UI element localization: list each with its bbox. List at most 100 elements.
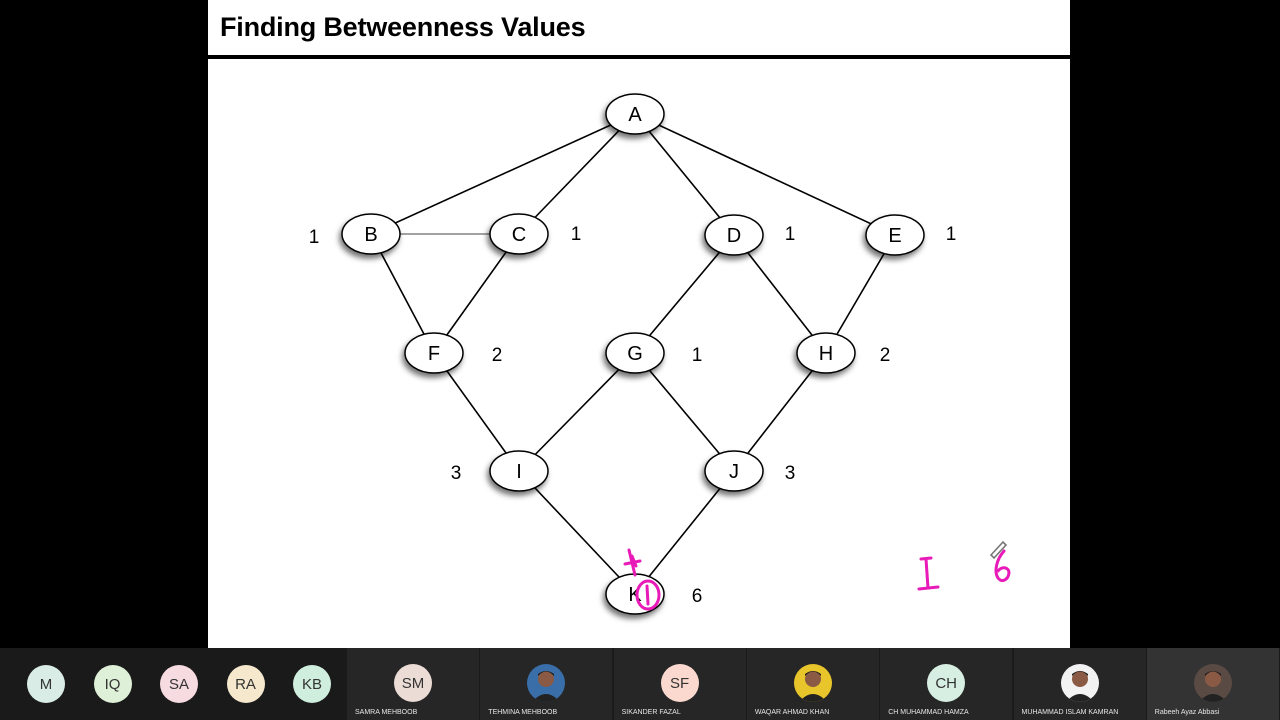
node-d: D (704, 214, 764, 256)
presentation-slide: Finding Betweenness Values A B C D E F G H I J K 1… (208, 0, 1070, 648)
edge-a-e (634, 113, 896, 236)
participant-tile[interactable]: SM SAMRA MEHBOOB (347, 648, 479, 720)
node-f: F (404, 332, 464, 374)
participant-name: Rabeeh Ayaz Abbasi (1154, 709, 1220, 716)
node-label: D (727, 225, 741, 247)
node-ellipse (404, 332, 464, 374)
node-ellipse (865, 214, 925, 256)
betweenness-score-f: 2 (492, 345, 503, 366)
participant-name: TEHMINA MEHBOOB (488, 709, 558, 716)
pen-star-mark (623, 548, 642, 577)
graph-nodes: A B C D E F G H I J K (341, 93, 925, 615)
node-label: C (512, 224, 526, 246)
participant-tile[interactable]: TEHMINA MEHBOOB (480, 648, 613, 720)
node-label: G (627, 343, 643, 365)
node-ellipse (605, 332, 665, 374)
participant-avatar (1193, 664, 1232, 702)
node-ellipse (796, 332, 856, 374)
participant-tile[interactable]: Rabeeh Ayaz Abbasi (1146, 648, 1279, 720)
participant-tile[interactable]: MUHAMMAD ISLAM KAMRAN (1013, 648, 1146, 720)
betweenness-score-e: 1 (946, 224, 957, 245)
participant-avatar (1060, 664, 1099, 702)
edge-a-b (370, 113, 636, 235)
betweenness-score-j: 3 (785, 463, 796, 484)
node-ellipse (341, 213, 401, 255)
participant-avatar: CH (927, 664, 966, 702)
edge-a-d (634, 113, 735, 236)
participant-avatar: SA (160, 665, 198, 703)
participant-tile[interactable]: SA (147, 648, 213, 720)
pen-circle-mark (635, 579, 661, 611)
node-label: A (628, 104, 642, 126)
node-a: A (605, 93, 665, 135)
edge-a-c (518, 113, 636, 235)
participant-tile[interactable]: WAQAR AHMAD KHAN (746, 648, 879, 720)
participant-name: MUHAMMAD ISLAM KAMRAN (1021, 709, 1119, 716)
node-c: C (489, 213, 549, 255)
betweenness-score-c: 1 (571, 224, 582, 245)
edge-c-f (433, 233, 520, 354)
participant-tile[interactable]: KB (280, 648, 346, 720)
edge-h-j (733, 352, 827, 472)
participant-avatar: KB (293, 665, 331, 703)
node-g: G (605, 332, 665, 374)
betweenness-score-h: 2 (880, 345, 891, 366)
participant-avatar: M (27, 665, 65, 703)
participant-tile[interactable]: M (14, 648, 80, 720)
slide-title: Finding Betweenness Values (220, 12, 586, 42)
edge-g-i (518, 352, 636, 472)
node-label: E (888, 225, 901, 247)
node-label: B (364, 224, 377, 246)
edge-e-h (825, 234, 896, 354)
node-label: F (428, 343, 440, 365)
participant-tile[interactable]: IQ (81, 648, 147, 720)
participant-name: WAQAR AHMAD KHAN (754, 709, 830, 716)
participant-avatar: SF (660, 664, 699, 702)
node-i: I (489, 450, 549, 492)
edge-i-k (518, 470, 636, 595)
pen-annotations (623, 540, 1011, 611)
participant-avatar (793, 664, 832, 702)
node-e: E (865, 214, 925, 256)
title-divider (208, 55, 1070, 59)
edge-f-i (433, 352, 520, 472)
participant-avatar (527, 664, 566, 702)
betweenness-score-i: 3 (451, 463, 462, 484)
betweenness-score-d: 1 (785, 224, 796, 245)
participant-tile[interactable]: RA (214, 648, 280, 720)
handwritten-number-six (994, 549, 1011, 582)
node-j: J (704, 450, 764, 492)
node-ellipse (704, 214, 764, 256)
participant-tile[interactable]: CH CH MUHAMMAD HAMZA (880, 648, 1013, 720)
participant-avatar: RA (226, 665, 265, 703)
node-label: I (516, 461, 522, 483)
node-ellipse (489, 213, 549, 255)
edge-d-h (733, 234, 827, 354)
node-k: K (605, 573, 665, 615)
participant-avatar: SM (394, 664, 432, 702)
participant-name: SAMRA MEHBOOB (355, 709, 418, 716)
betweenness-scores: 1 1 1 1 2 1 2 3 3 6 (309, 224, 957, 607)
participant-avatar: IQ (93, 665, 132, 703)
pen-cursor-icon (989, 540, 1008, 560)
edge-b-f (370, 233, 435, 354)
participant-name: CH MUHAMMAD HAMZA (888, 709, 969, 716)
graph-edges (370, 113, 896, 595)
node-label: H (819, 343, 833, 365)
betweenness-score-b: 1 (309, 227, 320, 248)
pen-stroke-inside-circle (645, 584, 650, 606)
node-h: H (796, 332, 856, 374)
node-ellipse (489, 450, 549, 492)
edge-g-j (634, 352, 735, 472)
participant-tile[interactable]: SF SIKANDER FAZAL (613, 648, 746, 720)
node-label: J (729, 461, 739, 483)
node-b: B (341, 213, 401, 255)
node-ellipse (704, 450, 764, 492)
edge-d-g (634, 234, 735, 354)
betweenness-score-g: 1 (692, 345, 703, 366)
betweenness-score-k: 6 (692, 586, 703, 607)
participant-name: SIKANDER FAZAL (621, 709, 681, 716)
graph-diagram: A B C D E F G H I J K 1 1 1 1 2 1 2 3 3 6 (309, 93, 1011, 615)
handwritten-letter-i (917, 556, 940, 591)
node-ellipse (605, 93, 665, 135)
